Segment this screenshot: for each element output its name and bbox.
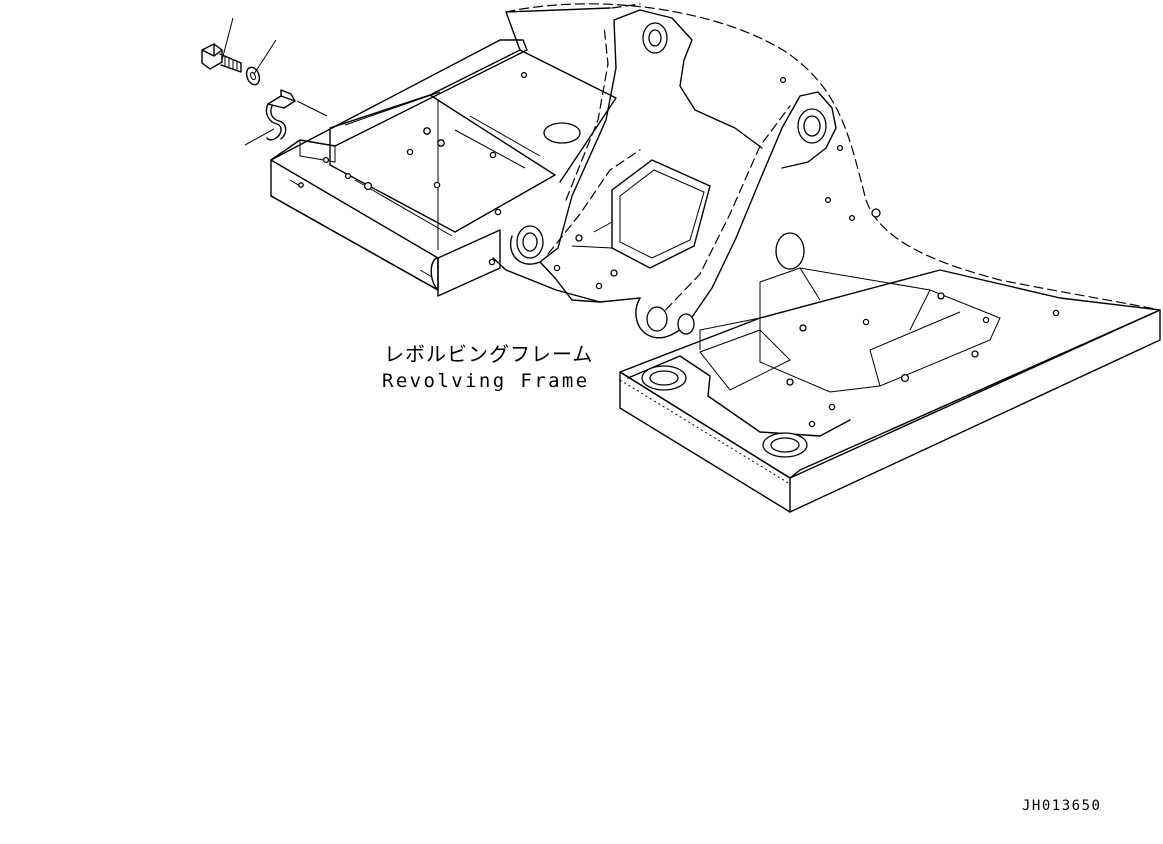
washer-leader-line	[253, 39, 277, 75]
washer-icon	[245, 66, 261, 86]
left-deck-fasteners	[298, 71, 528, 266]
parts-callout-group	[201, 17, 328, 146]
access-hole	[543, 122, 581, 144]
frame-body	[270, 3, 1161, 513]
frame-label-english: Revolving Frame	[382, 370, 590, 392]
clamp-bracket-icon	[265, 89, 296, 141]
explode-axis	[296, 100, 328, 117]
frame-label-japanese: レボルビングフレーム	[384, 342, 593, 366]
rear-outline	[505, 3, 1161, 311]
bolt-icon	[201, 43, 242, 73]
right-deck-fasteners	[779, 76, 1060, 428]
drawing-number: JH013650	[1022, 798, 1101, 814]
bolt-leader-line	[221, 17, 234, 61]
clamp-leader-line	[244, 128, 275, 146]
